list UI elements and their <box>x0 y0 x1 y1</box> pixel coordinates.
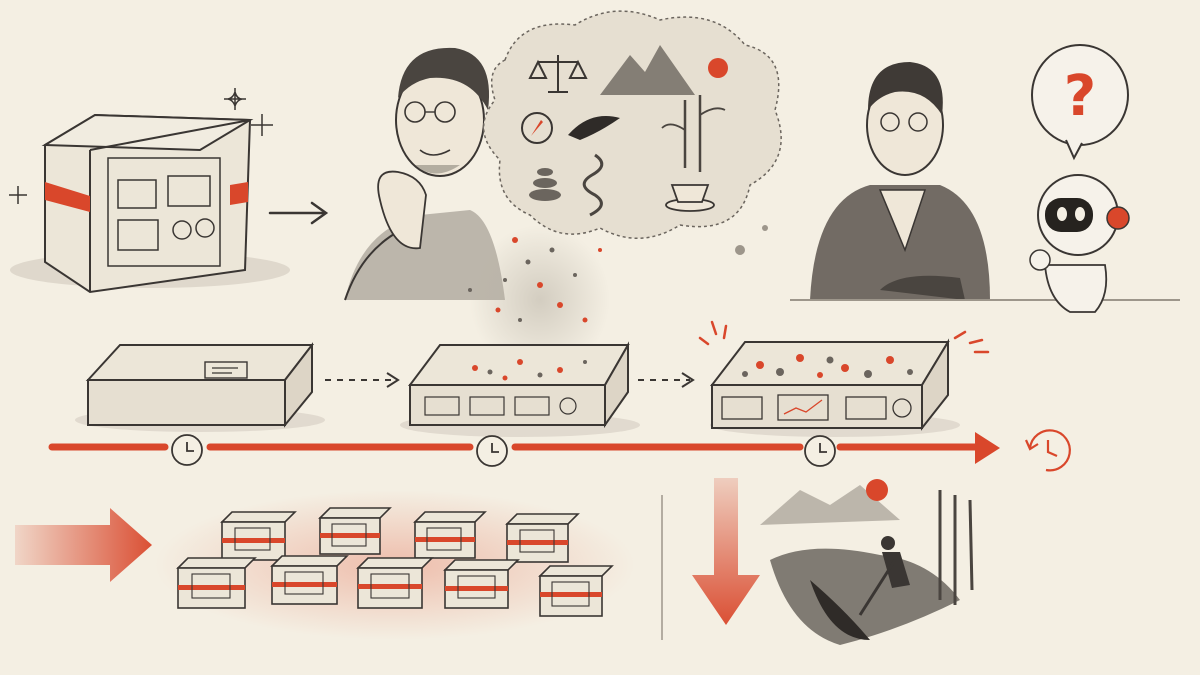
mass-production-arrow <box>15 508 152 582</box>
thought-cloud <box>470 10 782 375</box>
rising-particles <box>468 237 602 323</box>
tea-cup-icon <box>665 184 715 212</box>
clock-icon <box>476 435 508 467</box>
man-at-table-sketch <box>790 62 1180 301</box>
mass-produced-boxes <box>176 507 614 617</box>
small-box <box>505 513 580 563</box>
winding-path-icon <box>582 153 604 217</box>
mountains-icon <box>600 45 695 95</box>
stacked-stones-icon <box>529 168 561 201</box>
small-box <box>443 559 520 609</box>
sparkle-icon <box>9 88 273 204</box>
small-box <box>356 557 434 609</box>
scales-icon <box>528 55 588 93</box>
clock-icon <box>171 434 203 466</box>
robot-sketch <box>1029 174 1130 313</box>
small-box <box>176 557 257 609</box>
dashed-arrow-icon <box>638 372 695 388</box>
open-box-empty <box>75 342 325 432</box>
digging-man-scene <box>760 479 974 645</box>
sun-icon <box>708 58 728 78</box>
arrow-right-icon <box>268 201 329 225</box>
emphasis-marks-icon <box>698 320 990 354</box>
clock-icon <box>804 435 836 467</box>
recurring-clock-icon <box>1024 429 1071 472</box>
down-arrow <box>692 478 760 625</box>
open-box-filling <box>400 341 640 437</box>
packaged-product-box <box>10 113 290 294</box>
small-box <box>318 507 392 555</box>
speech-bubble: ? <box>1031 44 1129 161</box>
brush-stroke-icon <box>568 116 620 140</box>
dashed-arrow-icon <box>325 372 400 388</box>
timeline-arrow <box>48 432 1000 464</box>
small-box <box>270 555 349 605</box>
open-box-full <box>709 338 960 437</box>
thinking-man-sketch <box>344 47 505 301</box>
small-box <box>413 511 487 559</box>
small-box <box>220 511 297 561</box>
small-box <box>538 565 614 617</box>
compass-icon <box>521 112 553 144</box>
question-mark: ? <box>1064 64 1096 129</box>
bamboo-icon <box>661 95 726 172</box>
